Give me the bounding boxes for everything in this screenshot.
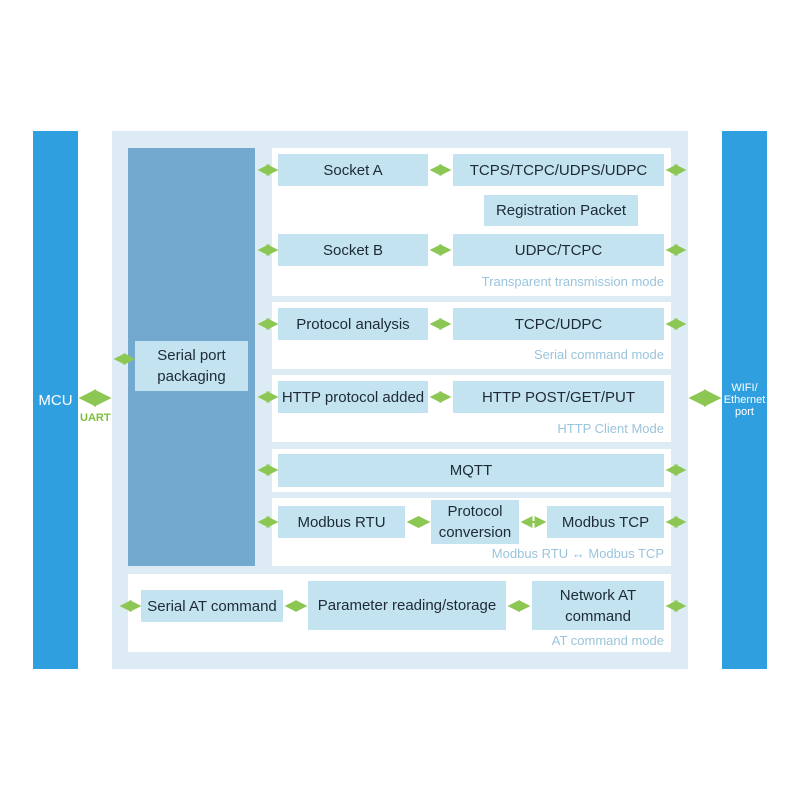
network-at-command-label: Network AT command (559, 586, 637, 625)
modbus-tcp-box: Modbus TCP (547, 506, 664, 538)
registration-packet-label: Registration Packet (495, 202, 627, 219)
serial-at-command-label: Serial AT command (147, 597, 277, 615)
serial-port-packaging-box: Serial port packaging (135, 341, 248, 391)
protocol-analysis-label: Protocol analysis (296, 315, 410, 333)
tcpc-udpc-box: TCPC/UDPC (453, 308, 664, 340)
modbus-rtu-label: Modbus RTU (297, 513, 386, 531)
registration-packet-box: Registration Packet (484, 195, 638, 226)
http-methods-label: HTTP POST/GET/PUT (481, 388, 636, 406)
wifi-ethernet-bar: WIFI/ Ethernet port (722, 131, 767, 669)
udpc-tcpc-label: UDPC/TCPC (514, 241, 603, 259)
serial-port-packaging-label: Serial port packaging (157, 347, 226, 385)
serial-at-command-box: Serial AT command (141, 590, 283, 622)
http-client-mode-caption: HTTP Client Mode (557, 421, 664, 436)
udpc-tcpc-box: UDPC/TCPC (453, 234, 664, 266)
uart-label: UART (80, 412, 111, 424)
mqtt-label: MQTT (449, 462, 493, 479)
wifi-ethernet-label: WIFI/ Ethernet port (723, 382, 766, 418)
protocol-conversion-box: Protocol conversion (431, 500, 519, 544)
mqtt-box: MQTT (278, 454, 664, 487)
parameter-reading-storage-label: Parameter reading/storage (317, 597, 497, 614)
serial-command-mode-caption: Serial command mode (533, 347, 664, 362)
mcu-label: MCU (38, 391, 73, 409)
modbus-rtu-box: Modbus RTU (278, 506, 405, 538)
http-protocol-added-label: HTTP protocol added (281, 388, 425, 406)
socket-b-label: Socket B (322, 241, 384, 259)
socket-b-box: Socket B (278, 234, 428, 266)
tcps-tcpc-udps-udpc-label: TCPS/TCPC/UDPS/UDPC (469, 161, 648, 179)
tcps-tcpc-udps-udpc-box: TCPS/TCPC/UDPS/UDPC (453, 154, 664, 186)
modbus-mode-caption: Modbus RTU ↔ Modbus TCP (491, 546, 664, 561)
protocol-conversion-label: Protocol conversion (438, 503, 512, 541)
network-at-command-box: Network AT command (532, 581, 664, 630)
modbus-tcp-label: Modbus TCP (561, 513, 650, 531)
tcpc-udpc-label: TCPC/UDPC (514, 315, 603, 333)
parameter-reading-storage-box: Parameter reading/storage (308, 581, 506, 630)
http-methods-box: HTTP POST/GET/PUT (453, 381, 664, 413)
transparent-mode-caption: Transparent transmission mode (481, 274, 664, 289)
http-protocol-added-box: HTTP protocol added (278, 381, 428, 413)
at-command-mode-caption: AT command mode (551, 633, 664, 648)
socket-a-box: Socket A (278, 154, 428, 186)
mcu-bar: MCU (33, 131, 78, 669)
protocol-analysis-box: Protocol analysis (278, 308, 428, 340)
socket-a-label: Socket A (323, 161, 383, 179)
